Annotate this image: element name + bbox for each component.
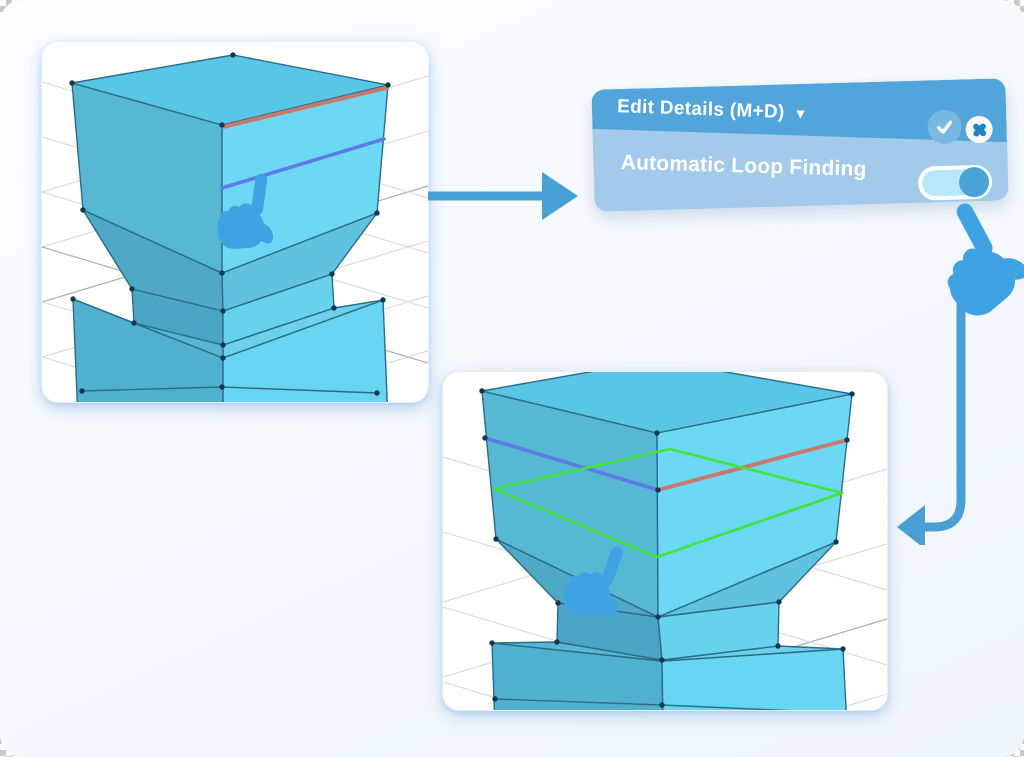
confirm-button[interactable] <box>927 109 963 145</box>
feature-label: Automatic Loop Finding <box>620 150 867 181</box>
hand-pointer-icon <box>563 546 623 617</box>
edit-details-panel: Edit Details (M+D) ▼ Automatic Loop Findi… <box>591 78 1009 212</box>
close-button[interactable] <box>965 115 994 144</box>
red-edge-loop[interactable] <box>221 86 388 129</box>
check-icon <box>936 120 953 134</box>
blue-edge-loop[interactable] <box>483 436 660 492</box>
scene-before <box>42 52 428 402</box>
arrow-down-left-icon <box>897 263 966 545</box>
hand-pointer-icon <box>947 203 1024 316</box>
blue-edge-loop[interactable] <box>220 137 386 190</box>
viewport-after <box>443 372 887 710</box>
cross-icon <box>972 122 986 137</box>
mesh-vertices <box>69 52 391 396</box>
panel-title-text: Edit Details (M+D) <box>616 96 785 123</box>
mesh-vertices <box>479 388 855 708</box>
red-edge-loop[interactable] <box>656 438 849 492</box>
mesh-model-before <box>69 52 391 402</box>
scene-after <box>443 372 887 710</box>
hand-pointer-icon <box>217 173 274 249</box>
triangle-down-icon: ▼ <box>793 105 808 122</box>
viewport-before <box>42 42 428 402</box>
mesh-model-after <box>479 372 855 710</box>
arrow-right-icon <box>428 172 578 220</box>
green-found-loop[interactable] <box>492 447 844 559</box>
